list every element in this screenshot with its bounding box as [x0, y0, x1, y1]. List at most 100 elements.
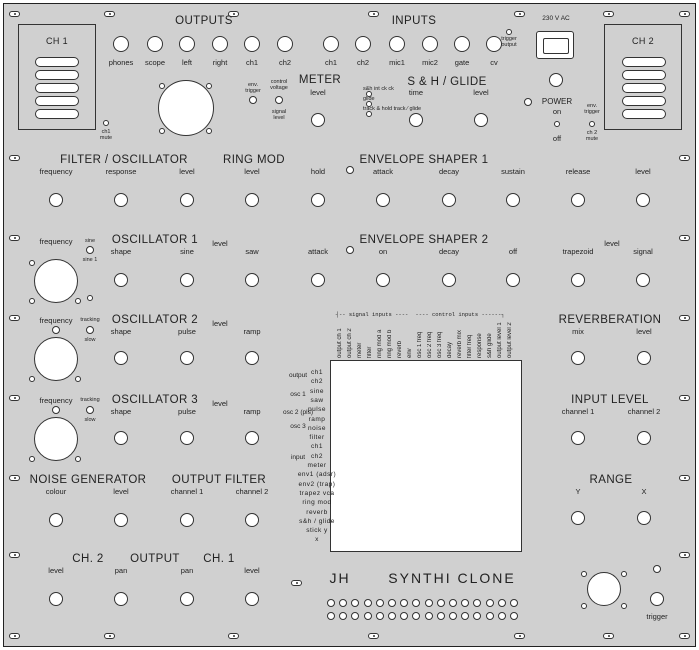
- env2-knob-on[interactable]: [376, 273, 390, 287]
- sh-time-knob[interactable]: [409, 113, 423, 127]
- osc1-frequency-dial[interactable]: [34, 259, 78, 303]
- patch-pin-hole[interactable]: [485, 599, 494, 607]
- meter-level-knob[interactable]: [311, 113, 325, 127]
- input-jack-mic1[interactable]: [389, 36, 405, 52]
- output-jack-left[interactable]: [179, 36, 195, 52]
- env2-knob-trapezoid[interactable]: [571, 273, 585, 287]
- patch-pin-hole[interactable]: [339, 612, 348, 620]
- env2-knob-off[interactable]: [506, 273, 520, 287]
- patch-pin-hole[interactable]: [327, 612, 335, 620]
- input-jack-gate[interactable]: [454, 36, 470, 52]
- osc2-frequency-dial[interactable]: [34, 337, 78, 381]
- output-jack-ch1[interactable]: [244, 36, 260, 52]
- patch-pin-hole[interactable]: [363, 599, 372, 607]
- output-jack-ch2[interactable]: [277, 36, 293, 52]
- patch-pin-hole[interactable]: [351, 599, 360, 607]
- input-level-ch1-knob[interactable]: [571, 431, 585, 445]
- mains-socket[interactable]: [536, 31, 574, 59]
- row1-knob-response[interactable]: [114, 193, 128, 207]
- noise-level-knob[interactable]: [114, 513, 128, 527]
- reverb-level-knob[interactable]: [637, 351, 651, 365]
- row1-knob-decay[interactable]: [442, 193, 456, 207]
- row1-knob-attack[interactable]: [376, 193, 390, 207]
- input-jack-ch2[interactable]: [355, 36, 371, 52]
- osc2-knob-ramp[interactable]: [245, 351, 259, 365]
- input-jack-ch1[interactable]: [323, 36, 339, 52]
- reverb-mix-knob[interactable]: [571, 351, 585, 365]
- sh-level-knob[interactable]: [474, 113, 488, 127]
- sh-mode-label: glide: [363, 96, 375, 102]
- range-x-knob[interactable]: [637, 511, 651, 525]
- patch-pin-hole[interactable]: [510, 612, 518, 620]
- patch-pin-hole[interactable]: [424, 599, 433, 607]
- patch-matrix[interactable]: [330, 360, 522, 552]
- power-switch[interactable]: [549, 73, 563, 87]
- dial-mount-hole: [75, 456, 81, 462]
- env2-knob-attack[interactable]: [311, 273, 325, 287]
- env2-knob-decay[interactable]: [442, 273, 456, 287]
- patch-pin-hole[interactable]: [473, 599, 482, 607]
- patch-pin-hole[interactable]: [436, 612, 445, 620]
- row1-knob-hold[interactable]: [311, 193, 325, 207]
- patch-pin-hole[interactable]: [412, 612, 421, 620]
- osc1-knob-sine[interactable]: [180, 273, 194, 287]
- patch-pin-hole[interactable]: [510, 599, 518, 607]
- row1-knob-level[interactable]: [245, 193, 259, 207]
- output-jack-phones[interactable]: [113, 36, 129, 52]
- osc3-frequency-dial[interactable]: [34, 417, 78, 461]
- patch-pin-hole[interactable]: [375, 612, 384, 620]
- patch-pin-hole[interactable]: [473, 612, 482, 620]
- row1-label: level: [244, 167, 260, 176]
- patch-pin-hole[interactable]: [449, 612, 457, 620]
- patch-pin-hole[interactable]: [327, 599, 335, 607]
- joystick[interactable]: [587, 572, 621, 606]
- row1-knob-frequency[interactable]: [49, 193, 63, 207]
- patch-pin-hole[interactable]: [436, 599, 445, 607]
- osc1-knob-shape[interactable]: [114, 273, 128, 287]
- output-knob-level[interactable]: [49, 592, 63, 606]
- joystick-hole-tl: [581, 571, 587, 577]
- patch-pin-hole[interactable]: [449, 599, 457, 607]
- input-jack-cv[interactable]: [486, 36, 502, 52]
- output-knob-level[interactable]: [245, 592, 259, 606]
- patch-pin-hole[interactable]: [375, 599, 384, 607]
- osc3-knob-pulse[interactable]: [180, 431, 194, 445]
- patch-pin-hole[interactable]: [351, 612, 360, 620]
- patch-pin-hole[interactable]: [339, 599, 348, 607]
- input-jack-mic2[interactable]: [422, 36, 438, 52]
- patch-pin-hole[interactable]: [400, 599, 409, 607]
- patch-pin-hole[interactable]: [497, 599, 506, 607]
- output-filter-ch1-knob[interactable]: [180, 513, 194, 527]
- patch-pin-hole[interactable]: [485, 612, 494, 620]
- patch-pin-hole[interactable]: [388, 612, 396, 620]
- patch-pin-hole[interactable]: [363, 612, 372, 620]
- patch-pin-hole[interactable]: [497, 612, 506, 620]
- trigger-button[interactable]: [650, 592, 664, 606]
- row1-knob-release[interactable]: [571, 193, 585, 207]
- env2-knob-signal[interactable]: [636, 273, 650, 287]
- osc2-knob-shape[interactable]: [114, 351, 128, 365]
- osc1-knob-saw[interactable]: [245, 273, 259, 287]
- noise-colour-knob[interactable]: [49, 513, 63, 527]
- patch-pin-hole[interactable]: [388, 599, 396, 607]
- osc3-knob-shape[interactable]: [114, 431, 128, 445]
- patch-pin-hole[interactable]: [461, 612, 470, 620]
- input-level-ch1-label: channel 1: [561, 407, 595, 416]
- input-level-ch2-knob[interactable]: [637, 431, 651, 445]
- patch-pin-hole[interactable]: [461, 599, 470, 607]
- patch-pin-hole[interactable]: [412, 599, 421, 607]
- output-filter-ch2-knob[interactable]: [245, 513, 259, 527]
- ch1-mute-switch[interactable]: [103, 120, 109, 126]
- row1-knob-level[interactable]: [180, 193, 194, 207]
- row1-knob-level[interactable]: [636, 193, 650, 207]
- osc2-knob-pulse[interactable]: [180, 351, 194, 365]
- range-y-knob[interactable]: [571, 511, 585, 525]
- output-knob-pan[interactable]: [180, 592, 194, 606]
- output-jack-scope[interactable]: [147, 36, 163, 52]
- patch-pin-hole[interactable]: [400, 612, 409, 620]
- output-knob-pan[interactable]: [114, 592, 128, 606]
- row1-knob-sustain[interactable]: [506, 193, 520, 207]
- patch-pin-hole[interactable]: [424, 612, 433, 620]
- osc3-knob-ramp[interactable]: [245, 431, 259, 445]
- output-jack-right[interactable]: [212, 36, 228, 52]
